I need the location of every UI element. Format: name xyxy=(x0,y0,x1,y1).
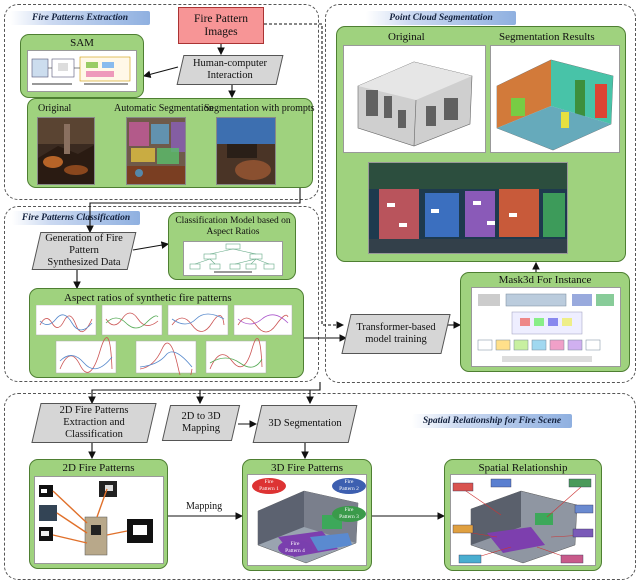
fire-pattern-tag-4-label: Fire Pattern 4 xyxy=(285,541,305,554)
fire-pattern-images-label: Fire Pattern Images xyxy=(194,12,248,38)
mask3d-box: Mask3d For Instance xyxy=(460,272,630,372)
extract-classify-node: 2D Fire Patterns Extraction and Classifi… xyxy=(31,403,157,443)
mapping-label: Mapping xyxy=(186,501,223,512)
transformer-node: Transformer-based model training xyxy=(341,314,451,354)
fire-pattern-tag-4: Fire Pattern 4 xyxy=(278,540,312,556)
fp3d-title: 3D Fire Patterns xyxy=(270,462,344,474)
sam-box: SAM xyxy=(20,34,144,98)
spatial-banner: Spatial Relationship for Fire Scene xyxy=(412,414,572,428)
seg3d-node: 3D Segmentation xyxy=(252,405,358,443)
aspect-ratio-plots xyxy=(36,305,293,375)
fp2d-image xyxy=(34,476,164,564)
fire-pattern-tag-2-label: Fire Pattern 2 xyxy=(339,479,359,492)
spatial-rel-title: Spatial Relationship xyxy=(478,462,568,474)
classification-banner: Fire Patterns Classification xyxy=(12,211,140,225)
extraction-banner: Fire Patterns Extraction xyxy=(10,11,150,25)
mask3d-title: Mask3d For Instance xyxy=(498,274,592,286)
class-model-label: Classification Model based on Aspect Rat… xyxy=(175,216,291,237)
aspect-ratio-title: Aspect ratios of synthetic fire patterns xyxy=(64,292,232,304)
class-model-box: Classification Model based on Aspect Rat… xyxy=(168,212,296,280)
fire-pattern-tag-1: Fire Pattern 1 xyxy=(252,478,286,494)
spatial-rel-image xyxy=(450,474,596,566)
fire-pattern-tag-3: Fire Pattern 3 xyxy=(332,506,366,522)
mask3d-architecture-image xyxy=(477,293,614,362)
pc-results-image xyxy=(490,45,620,153)
extract-classify-label: 2D Fire Patterns Extraction and Classifi… xyxy=(59,405,129,440)
pc-original-label: Original xyxy=(388,31,425,43)
fp2d-title: 2D Fire Patterns xyxy=(62,462,135,474)
fire-pattern-images-node: Fire Pattern Images xyxy=(178,7,264,44)
seg3d-label: 3D Segmentation xyxy=(268,418,342,429)
prompt-seg-label: Segmentation with prompts xyxy=(204,103,315,114)
mapping-2d3d-node: 2D to 3D Mapping xyxy=(161,405,241,441)
generation-label: Generation of Fire Pattern Synthesized D… xyxy=(45,233,123,268)
sam-screenshot xyxy=(27,50,137,92)
transformer-label: Transformer-based model training xyxy=(356,322,436,345)
mask3d-architecture-panel xyxy=(471,287,621,367)
sam-architecture-image xyxy=(31,56,131,85)
fire-prompt-seg-image xyxy=(216,117,276,185)
fire-auto-seg-image xyxy=(126,117,186,185)
sam-title: SAM xyxy=(70,37,94,49)
pc-original-image xyxy=(343,45,486,153)
class-model-tree-panel xyxy=(183,241,283,276)
fire-original-image xyxy=(37,117,95,185)
fire-pattern-tag-2: Fire Pattern 2 xyxy=(332,478,366,494)
decision-tree-image xyxy=(189,243,275,273)
fire-pattern-tag-3-label: Fire Pattern 3 xyxy=(339,507,359,520)
pc-results-label: Segmentation Results xyxy=(499,31,595,43)
mapping-2d3d-label: 2D to 3D Mapping xyxy=(181,411,221,434)
hci-node: Human-computer Interaction xyxy=(176,55,284,85)
original-label: Original xyxy=(38,103,72,114)
hci-label: Human-computer Interaction xyxy=(192,58,268,81)
pointcloud-banner: Point Cloud Segmentation xyxy=(366,11,516,25)
generation-node: Generation of Fire Pattern Synthesized D… xyxy=(31,232,137,270)
auto-seg-label: Automatic Segmentation xyxy=(114,103,214,114)
pc-scene-image xyxy=(368,162,568,254)
fire-pattern-tag-1-label: Fire Pattern 1 xyxy=(259,479,279,492)
